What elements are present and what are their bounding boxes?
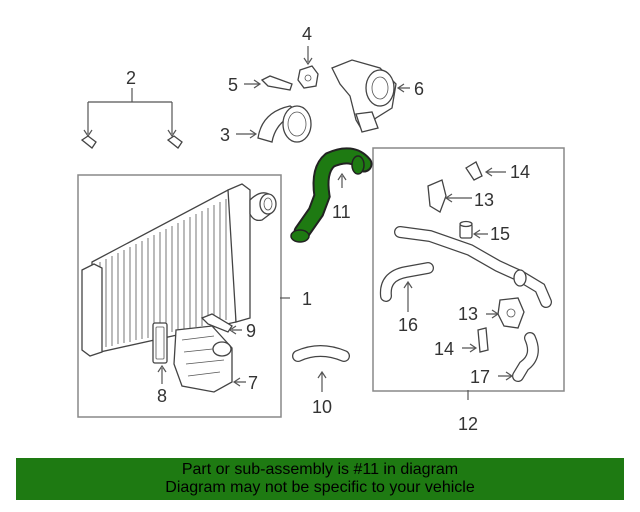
bolt-part-5[interactable] xyxy=(260,75,293,91)
cover-part-7[interactable] xyxy=(173,325,233,393)
callout-12: 12 xyxy=(458,414,478,434)
callout-6: 6 xyxy=(414,79,424,99)
gasket-part-8[interactable] xyxy=(152,322,168,364)
info-banner: Part or sub-assembly is #11 in diagram D… xyxy=(16,458,624,500)
callout-15: 15 xyxy=(490,224,510,244)
coolant-pipe-part-12[interactable] xyxy=(394,226,552,308)
hose-part-16[interactable] xyxy=(379,262,434,302)
callout-3: 3 xyxy=(220,125,230,145)
callout-5: 5 xyxy=(228,75,238,95)
callout-10: 10 xyxy=(312,397,332,417)
hose-part-17[interactable] xyxy=(512,332,539,382)
callout-2: 2 xyxy=(126,68,136,88)
banner-line-2: Diagram may not be specific to your vehi… xyxy=(165,479,475,496)
bolt-part-14-upper[interactable] xyxy=(465,161,483,181)
callout-1: 1 xyxy=(302,289,312,309)
bolt-part-9[interactable] xyxy=(200,313,233,333)
sensor-part-4[interactable] xyxy=(297,65,319,89)
bracket-part-13-upper[interactable] xyxy=(427,179,447,213)
bolt-part-2[interactable] xyxy=(80,135,183,149)
leader-lines xyxy=(83,46,514,400)
highlighted-hose-part-11[interactable] xyxy=(290,147,373,243)
callout-17: 17 xyxy=(470,367,490,387)
callout-14-lower: 14 xyxy=(434,339,454,359)
small-hose-part-10[interactable] xyxy=(292,345,350,362)
callout-16: 16 xyxy=(398,315,418,335)
radiator-group-box xyxy=(77,174,282,418)
callout-14-upper: 14 xyxy=(510,162,530,182)
elbow-hose-part-3[interactable] xyxy=(257,105,312,143)
callout-9: 9 xyxy=(246,321,256,341)
callout-8: 8 xyxy=(157,386,167,406)
housing-part-6[interactable] xyxy=(331,59,397,133)
bolt-part-14-lower[interactable] xyxy=(477,327,489,353)
callout-7: 7 xyxy=(248,373,258,393)
callout-11: 11 xyxy=(332,202,351,222)
callout-13-upper: 13 xyxy=(474,190,494,210)
cap-part-15[interactable] xyxy=(459,220,473,239)
housing-part-13-lower[interactable] xyxy=(497,297,525,329)
callout-4: 4 xyxy=(302,24,312,44)
callout-13-lower: 13 xyxy=(458,304,478,324)
radiator-part[interactable] xyxy=(81,183,277,357)
banner-line-1: Part or sub-assembly is #11 in diagram xyxy=(181,461,459,478)
